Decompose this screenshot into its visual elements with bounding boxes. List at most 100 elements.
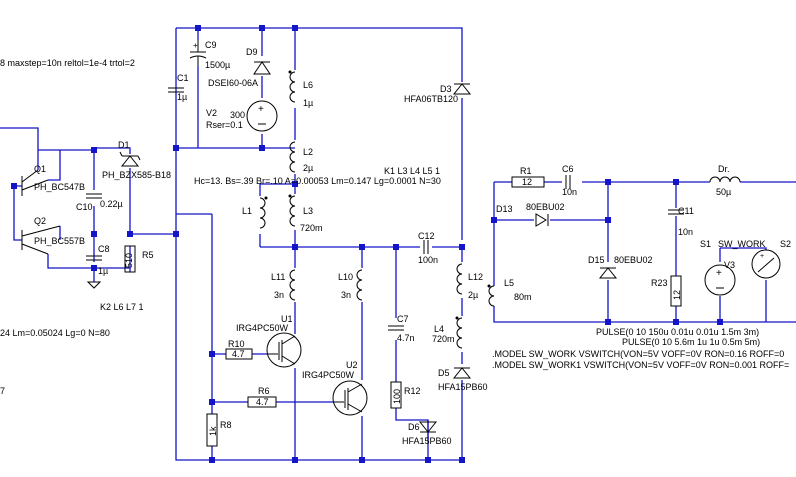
capacitor-c6[interactable] [565,175,571,189]
label-c6: C6 [562,164,574,174]
label-r1v: 12 [522,177,532,187]
ground-symbol [86,281,102,289]
truncated-text: 7 [0,386,5,396]
label-v3: V3 [724,260,735,270]
label-v2r: Rser=0.1 [206,120,243,130]
label-l10v: 3n [341,290,351,300]
label-c7: C7 [397,314,409,324]
label-r6v: 4.7 [256,397,269,407]
inductor-dr[interactable] [709,176,741,183]
label-d1: D1 [118,140,130,150]
k2-directive: K2 L6 L7 1 [100,302,144,312]
label-l5: L5 [504,278,514,288]
capacitor-c7[interactable] [388,325,404,331]
label-c7v: 4.7n [397,333,415,343]
label-d13v: 80EBU02 [526,202,565,212]
inductor-l12[interactable] [456,263,463,295]
diode-d13[interactable] [535,213,549,227]
label-r12v: 100 [392,389,402,404]
capacitor-c8[interactable] [86,255,102,261]
label-l12v: 2µ [468,290,478,300]
pulse-2: PULSE(0 10 5.6m 1u 1u 0.5m 5m) [622,337,760,347]
diode-d15[interactable] [598,267,618,279]
tran-directive: 8 maxstep=10n reltol=1e-4 trtol=2 [0,58,135,68]
label-v2: V2 [206,108,217,118]
resistor-r6[interactable] [247,396,277,408]
switch-s1[interactable]: + [751,249,781,279]
label-l5v: 80m [514,292,532,302]
diode-d3[interactable] [452,83,472,95]
resistor-r12[interactable] [390,381,402,409]
capacitor-c12[interactable] [423,240,429,254]
label-d1v: PH_BZX585-B18 [102,170,171,180]
diode-d5[interactable] [452,367,472,379]
label-c8v: 1µ [98,266,108,276]
label-r5v: 510 [124,253,134,268]
label-d3: D3 [440,84,452,94]
label-r8: R8 [220,420,232,430]
zener-d1[interactable] [119,151,141,167]
label-u2: U2 [346,360,358,370]
diode-d9[interactable] [253,61,271,75]
label-d5v: HFA15PB60 [438,382,488,392]
label-d3v: HFA06TB120 [404,94,458,104]
resistor-r8[interactable] [206,413,218,447]
label-l4v: 720m [432,334,455,344]
label-q2v: PH_BC557B [34,236,85,246]
label-l11: L11 [271,272,285,282]
inductor-l3[interactable] [288,194,296,227]
voltage-source-v2[interactable]: + [246,100,278,132]
resistor-r23[interactable] [670,275,682,307]
label-l2: L2 [303,147,313,157]
component-labels: C9 1500µ D9 DSEI60-06A C1 1µ V2 300 Rser… [34,40,791,446]
inductor-l2[interactable] [289,141,296,173]
label-s2: S2 [780,239,791,249]
label-r10: R10 [228,339,245,349]
label-r23v: 12 [672,290,682,300]
inductor-l6[interactable] [288,70,296,103]
inductor-l11[interactable] [289,269,296,301]
label-c9: C9 [205,40,217,50]
inductor-l1[interactable] [259,196,268,229]
label-d9v: DSEI60-06A [208,78,258,88]
label-c1: C1 [177,73,189,83]
model-2: .MODEL SW_WORK1 VSWITCH(VON=5V VOFF=0V R… [492,360,789,370]
diode-d6[interactable] [418,421,438,433]
label-drv: 50µ [716,187,731,197]
label-r10v: 4.7 [232,349,245,359]
capacitor-c11[interactable] [668,209,684,215]
inductor-l4[interactable] [455,316,463,349]
label-q2: Q2 [34,216,46,226]
label-u1: U1 [281,314,293,324]
label-l1: L1 [242,206,252,216]
capacitor-c10[interactable] [86,193,102,199]
directive-texts: 8 maxstep=10n reltol=1e-4 trtol=2 K1 L3 … [0,58,789,396]
label-d5: D5 [438,368,450,378]
capacitor-c9[interactable]: + [189,40,207,66]
label-c12: C12 [418,231,435,241]
transistor-q1[interactable] [21,169,49,196]
label-d6v: HFA15PB60 [402,436,452,446]
pulse-1: PULSE(0 10 150u 0.01u 0.01u 1.5m 3m) [596,327,759,337]
label-q1v: PH_BC547B [34,182,85,192]
label-l4: L4 [434,324,444,334]
igbt-u1[interactable] [266,332,302,368]
label-s1v: SW_WORK [718,239,766,249]
resistor-r5[interactable] [124,245,136,273]
label-c8: C8 [98,244,110,254]
inductor-l5[interactable] [487,284,495,307]
label-r8v: 1k [208,426,218,436]
igbt-u2[interactable] [332,380,368,416]
model-1: .MODEL SW_WORK VSWITCH(VON=5V VOFF=0V RO… [492,349,784,359]
resistor-r10[interactable] [225,348,253,360]
capacitor-c1[interactable] [168,87,184,93]
inductor-l10[interactable] [356,269,363,301]
label-r5: R5 [142,250,154,260]
transistor-q2[interactable] [21,225,61,255]
label-d15: D15 [588,255,605,265]
voltage-source-v3[interactable]: + [704,264,736,296]
resistor-r1[interactable] [511,176,545,188]
label-c12v: 100n [418,255,438,265]
k1-directive: K1 L3 L4 L5 1 [384,166,440,176]
